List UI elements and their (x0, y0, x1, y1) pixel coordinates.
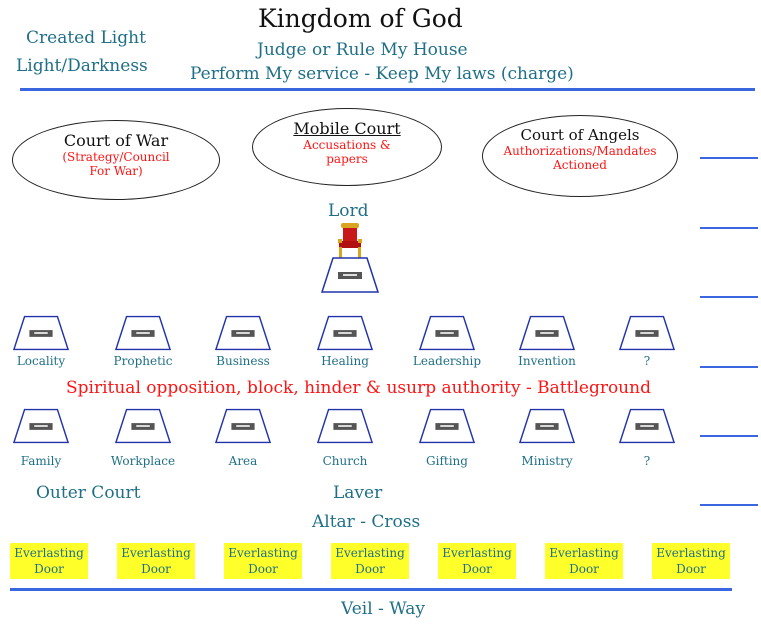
mobile-court-desc-2: papers (326, 152, 368, 166)
right-tick (700, 296, 758, 298)
court-of-war-desc-2: For War) (89, 164, 143, 178)
subtitle-rule: Judge or Rule My House (257, 40, 468, 60)
right-tick (700, 227, 758, 229)
upper-seat-label: Prophetic (113, 354, 173, 368)
lower-seat-icon (214, 408, 272, 444)
upper-seat-icon (214, 315, 272, 351)
court-of-angels-name: Court of Angels (520, 126, 640, 144)
mobile-court-desc-1: Accusations & (303, 138, 391, 152)
door-label-line-1: Everlasting (335, 546, 405, 560)
court-of-war: Court of War (Strategy/Council For War) (12, 120, 220, 200)
lower-seat-icon (114, 408, 172, 444)
lord-label: Lord (328, 201, 369, 221)
battleground-text: Spiritual opposition, block, hinder & us… (66, 378, 651, 398)
lower-seat-icon (518, 408, 576, 444)
top-divider-line (20, 88, 755, 91)
right-tick (700, 157, 758, 159)
upper-seat-icon (518, 315, 576, 351)
lower-seat-label: Workplace (110, 454, 176, 468)
right-tick (700, 504, 758, 506)
veil-way-label: Veil - Way (341, 599, 425, 619)
lower-seat-label: Church (322, 454, 368, 468)
door-label-line-2: Door (569, 562, 599, 576)
upper-seat-label: Leadership (412, 354, 482, 368)
right-tick (700, 366, 758, 368)
subtitle-service: Perform My service - Keep My laws (charg… (190, 64, 574, 84)
door-label-line-1: Everlasting (656, 546, 726, 560)
lower-seat-label: Family (20, 454, 62, 468)
door-label-line-2: Door (34, 562, 64, 576)
mobile-court: Mobile Court Accusations & papers (252, 108, 442, 186)
mobile-court-name: Mobile Court (293, 119, 401, 138)
door-label-line-1: Everlasting (442, 546, 512, 560)
court-of-angels-desc-2: Actioned (553, 158, 607, 172)
left-label-light-darkness: Light/Darkness (16, 56, 148, 76)
lower-seat-icon (316, 408, 374, 444)
lord-seat-icon (320, 257, 380, 293)
door-label-line-2: Door (141, 562, 171, 576)
door-label-line-1: Everlasting (549, 546, 619, 560)
left-label-created-light: Created Light (26, 28, 146, 48)
outer-court-label: Outer Court (36, 483, 141, 503)
throne-icon (338, 223, 362, 258)
door-label-line-1: Everlasting (14, 546, 84, 560)
upper-seat-icon (316, 315, 374, 351)
diagram-title: Kingdom of God (258, 4, 463, 33)
laver-label: Laver (333, 483, 383, 503)
door-label-line-2: Door (462, 562, 492, 576)
door-label-line-2: Door (248, 562, 278, 576)
door-label-line-2: Door (676, 562, 706, 576)
altar-cross-label: Altar - Cross (312, 512, 421, 532)
upper-seat-label: ? (643, 354, 651, 368)
upper-seat-icon (114, 315, 172, 351)
right-tick (700, 435, 758, 437)
court-of-angels: Court of Angels Authorizations/Mandates … (482, 115, 678, 197)
upper-seat-label: Business (216, 354, 270, 368)
lower-seat-icon (618, 408, 676, 444)
door-label-line-1: Everlasting (228, 546, 298, 560)
lower-seat-icon (418, 408, 476, 444)
door-label-line-1: Everlasting (121, 546, 191, 560)
upper-seat-label: Invention (518, 354, 576, 368)
court-of-war-desc-1: (Strategy/Council (62, 150, 170, 164)
lower-seat-label: Gifting (426, 454, 468, 468)
lower-seat-label: Ministry (521, 454, 573, 468)
upper-seat-label: Healing (321, 354, 369, 368)
door-label-line-2: Door (355, 562, 385, 576)
upper-seat-icon (618, 315, 676, 351)
upper-seat-label: Locality (16, 354, 66, 368)
court-of-war-name: Court of War (63, 131, 169, 150)
lower-seat-icon (12, 408, 70, 444)
upper-seat-icon (12, 315, 70, 351)
bottom-divider-line (10, 588, 732, 591)
upper-seat-icon (418, 315, 476, 351)
lower-seat-label: ? (643, 454, 651, 468)
lower-seat-label: Area (228, 454, 258, 468)
court-of-angels-desc-1: Authorizations/Mandates (503, 144, 657, 158)
